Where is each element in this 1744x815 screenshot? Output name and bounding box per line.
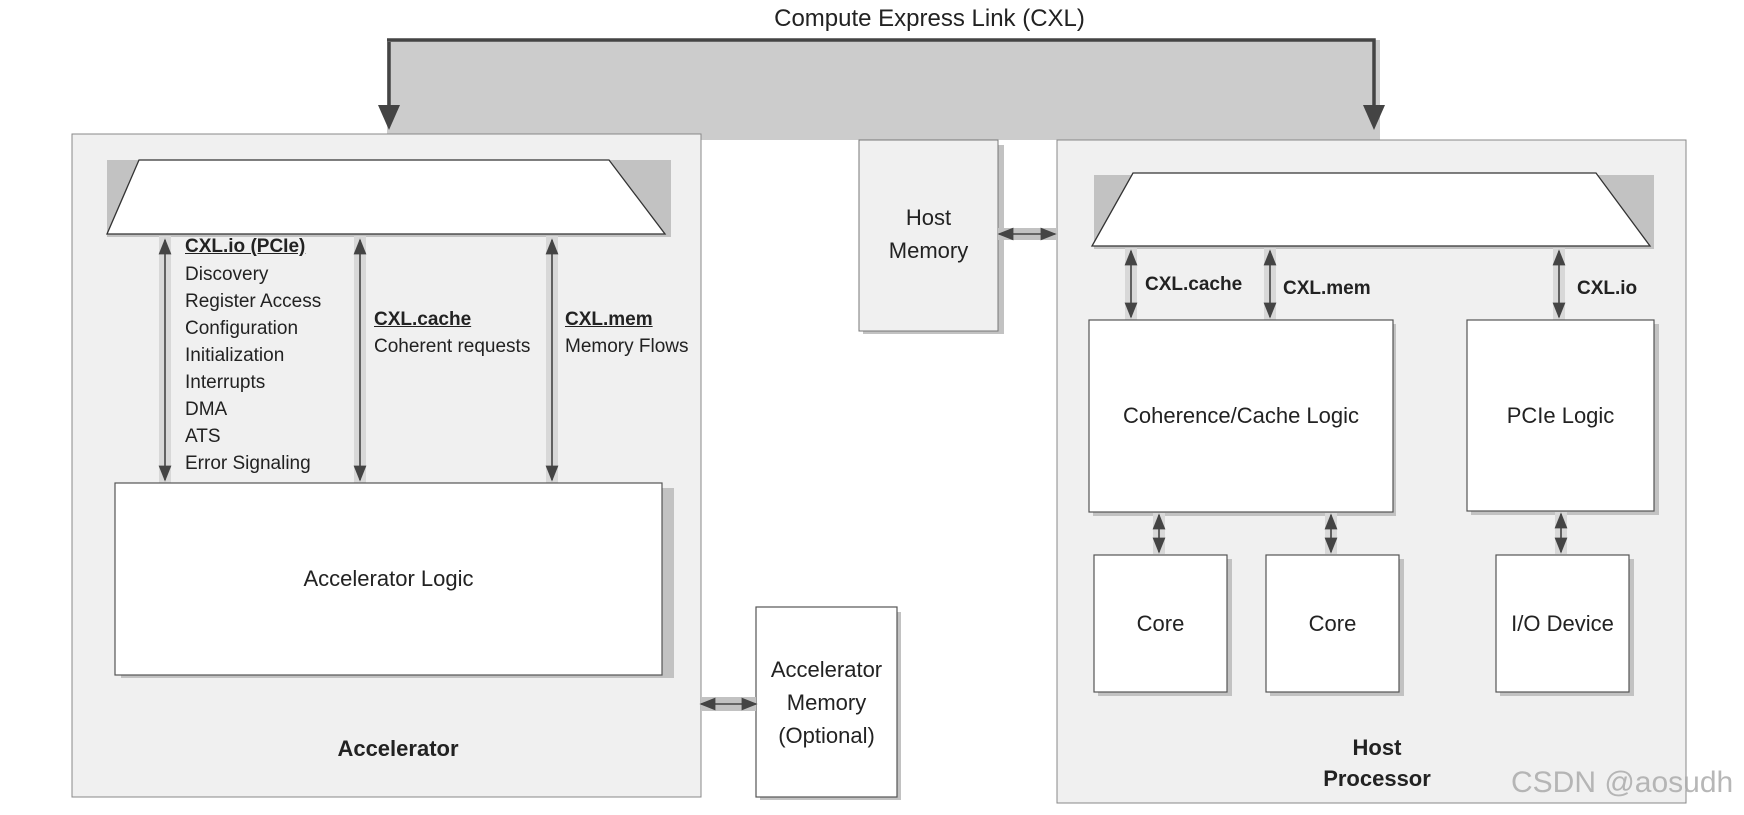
cxl-io-item: Initialization xyxy=(185,345,285,366)
cxl-io-item: DMA xyxy=(185,399,228,420)
host-processor-label-2: Processor xyxy=(1323,766,1431,791)
cxl-cache-heading: CXL.cache xyxy=(374,309,472,330)
accelerator-memory-box xyxy=(755,606,898,798)
core-box-2 xyxy=(1265,554,1400,693)
accelerator-phy-trapezoid xyxy=(106,159,667,235)
host-processor-panel xyxy=(1056,139,1687,804)
coherence-cache-logic-box xyxy=(1088,319,1394,513)
host-cxl-cache-label: CXL.cache xyxy=(1145,274,1243,295)
coherence-cache-logic-label: Coherence/Cache Logic xyxy=(1122,403,1360,428)
cxl-io-item: Register Access xyxy=(185,291,322,312)
host-memory-box xyxy=(858,139,999,332)
cxl-io-item: Interrupts xyxy=(185,372,266,393)
host-memory-label-2: Memory xyxy=(888,238,969,263)
host-phy-trapezoid xyxy=(1090,172,1652,247)
accelerator-memory-group xyxy=(699,606,901,800)
accelerator-logic-label: Accelerator Logic xyxy=(303,566,474,591)
cxl-cache-desc: Coherent requests xyxy=(374,336,531,357)
accelerator-logic-box xyxy=(114,482,663,676)
cxl-io-item: ATS xyxy=(185,426,221,447)
io-device-label: I/O Device xyxy=(1511,610,1614,636)
accelerator-memory-label-3: (Optional) xyxy=(778,723,875,748)
pcie-logic-label: PCIe Logic xyxy=(1506,402,1615,428)
host-cxl-mem-label: CXL.mem xyxy=(1283,278,1371,299)
diagram-title: Compute Express Link (CXL) xyxy=(774,5,1085,32)
host-memory-group xyxy=(858,139,1057,334)
accelerator-label: Accelerator xyxy=(337,736,459,761)
core-box-1 xyxy=(1093,554,1228,693)
cxl-io-item: Error Signaling xyxy=(185,453,311,474)
io-device-box xyxy=(1495,554,1630,693)
cxl-mem-heading: CXL.mem xyxy=(565,309,653,330)
host-cxl-io-label: CXL.io xyxy=(1577,278,1638,299)
core-label-2: Core xyxy=(1308,610,1357,636)
host-memory-label-1: Host xyxy=(905,205,952,230)
accelerator-memory-label-1: Accelerator xyxy=(770,657,883,682)
accelerator-memory-label-2: Memory xyxy=(786,690,867,715)
link-arrow-right xyxy=(1363,105,1385,130)
cxl-mem-desc: Memory Flows xyxy=(565,336,689,357)
pcie-logic-box xyxy=(1466,319,1655,512)
watermark: CSDN @aosudh xyxy=(1511,766,1734,799)
accelerator-panel xyxy=(71,133,702,798)
cxl-io-item: Configuration xyxy=(185,318,299,339)
cxl-io-heading: CXL.io (PCIe) xyxy=(185,236,306,257)
link-arrow-left xyxy=(378,105,400,130)
cxl-link-band xyxy=(378,38,1385,140)
core-label-1: Core xyxy=(1136,610,1185,636)
host-processor-label-1: Host xyxy=(1352,735,1402,760)
cxl-io-item: Discovery xyxy=(185,264,269,285)
